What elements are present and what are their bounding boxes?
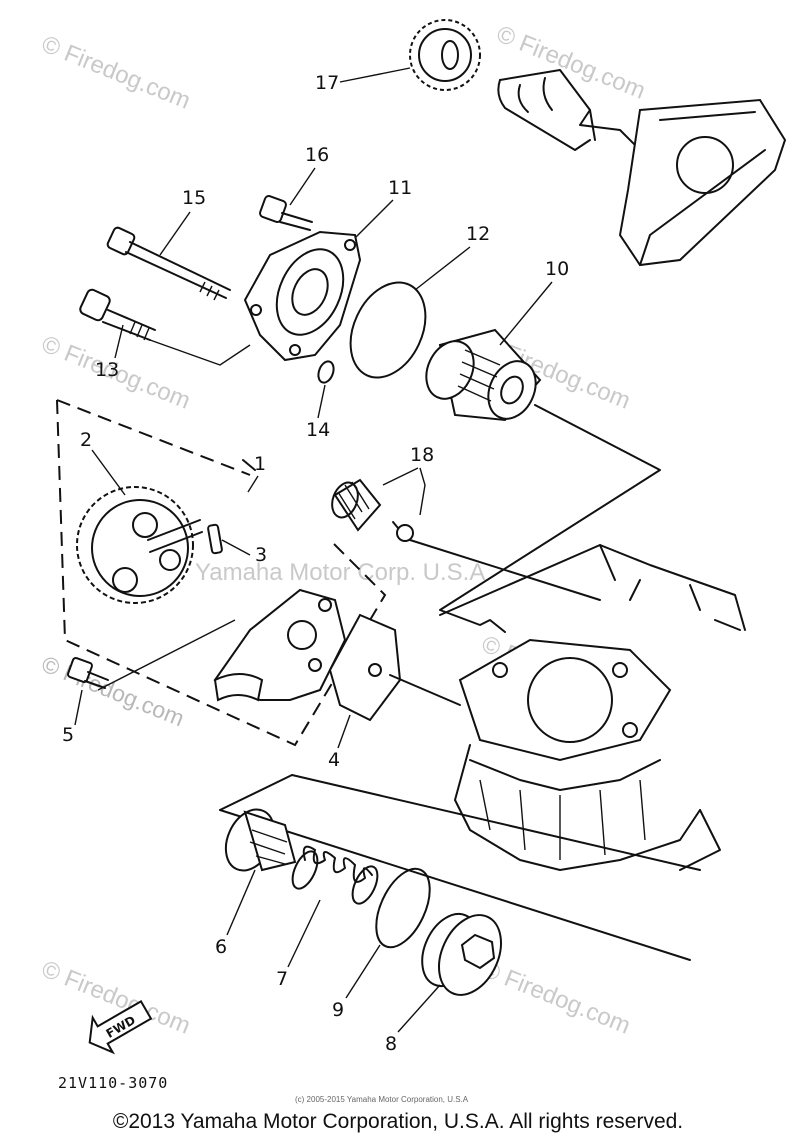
watermark-firedog: © Firedog.com <box>38 31 194 115</box>
oil-pump-body <box>213 588 347 702</box>
drive-sprocket <box>409 19 481 91</box>
part-label-14: 14 <box>306 419 330 441</box>
part-label-17: 17 <box>315 72 339 94</box>
part-label-9: 9 <box>332 999 344 1021</box>
engine-case-drawing <box>439 544 746 871</box>
leader-lines <box>97 339 701 961</box>
drain-plug-8 <box>421 912 502 996</box>
part-label-11: 11 <box>388 177 412 199</box>
pump-assembly-outline <box>56 399 251 476</box>
part-label-3: 3 <box>255 544 267 566</box>
part-label-15: 15 <box>182 187 206 209</box>
part-labels: 17 16 15 11 12 10 13 14 2 1 18 3 5 4 6 7 <box>62 67 569 1055</box>
oil-pump-gear <box>76 486 203 604</box>
bolt-5 <box>67 657 109 689</box>
o-ring-9 <box>375 867 431 949</box>
part-label-2: 2 <box>80 429 92 451</box>
part-label-13: 13 <box>95 359 119 381</box>
bolt-15 <box>106 226 231 301</box>
bolt-16 <box>259 195 313 231</box>
o-ring-14 <box>317 360 335 384</box>
bolt-13 <box>79 288 156 341</box>
oil-filter-cover <box>243 230 362 362</box>
part-label-10: 10 <box>545 258 569 280</box>
footer-copyright: ©2013 Yamaha Motor Corporation, U.S.A. A… <box>112 1110 684 1133</box>
o-ring-12 <box>349 281 427 379</box>
watermark-firedog: © Firedog.com <box>493 21 649 105</box>
small-copyright: (c) 2005-2015 Yamaha Motor Corporation, … <box>295 1095 469 1104</box>
part-label-12: 12 <box>466 223 490 245</box>
part-label-5: 5 <box>62 724 74 746</box>
part-label-18: 18 <box>410 444 434 466</box>
dowel-pin-3 <box>207 523 223 555</box>
diagram-code: 21V110-3070 <box>58 1074 168 1092</box>
oil-filter-element <box>425 328 542 422</box>
part-label-6: 6 <box>215 936 227 958</box>
part-label-16: 16 <box>305 144 329 166</box>
watermark-yamaha: Yamaha Motor Corp. U.S.A <box>195 559 485 586</box>
part-label-4: 4 <box>328 749 340 771</box>
part-label-1: 1 <box>254 453 266 475</box>
part-label-7: 7 <box>276 968 288 990</box>
oil-strainer-6 <box>224 808 297 872</box>
part-label-8: 8 <box>385 1033 397 1055</box>
crankshaft-drawing <box>497 69 787 267</box>
pump-assembly-outline <box>56 399 387 747</box>
compression-spring-7 <box>291 845 379 905</box>
watermark-firedog: © Firedog.com <box>478 956 634 1040</box>
strainer-18 <box>331 478 414 542</box>
